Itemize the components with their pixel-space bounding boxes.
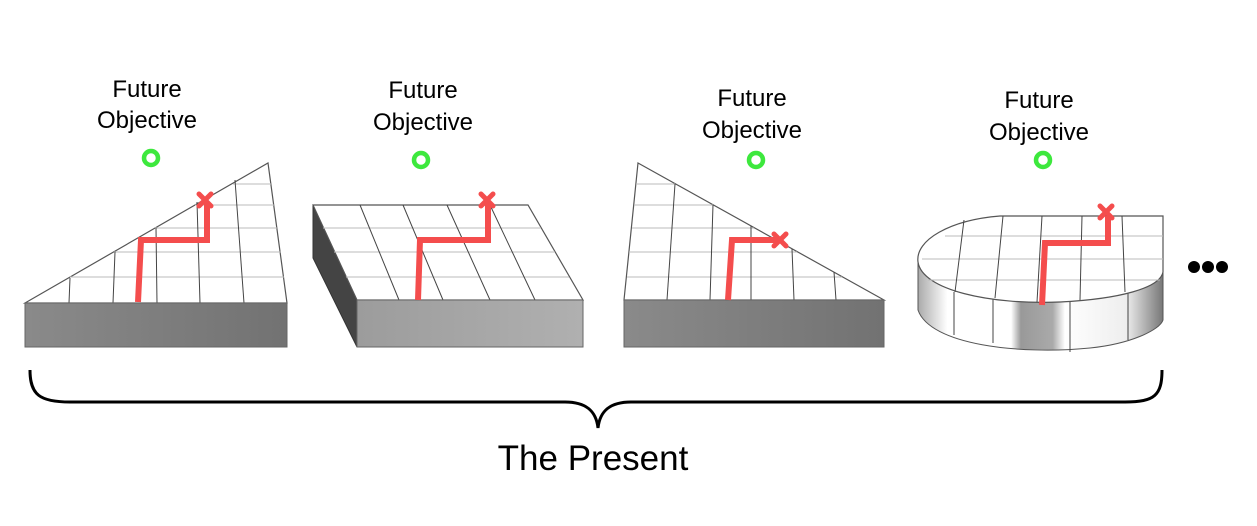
- future-objective-marker: [141, 148, 161, 168]
- present-label: The Present: [498, 439, 689, 478]
- scenario-4: Future Objective: [917, 87, 1164, 352]
- terrain-front-face: [24, 302, 288, 348]
- more-scenarios-ellipsis-icon: [1188, 261, 1228, 273]
- scenario-3: Future Objective: [623, 85, 887, 348]
- current-target-x-icon: [478, 191, 496, 209]
- objective-label: Future: [1004, 87, 1073, 114]
- future-objective-marker: [746, 150, 766, 170]
- scenario-1: Future Objective: [22, 76, 288, 348]
- objective-label: Objective: [97, 107, 197, 134]
- grid-lines: [323, 227, 569, 278]
- objective-label: Objective: [373, 109, 473, 136]
- trajectory: [725, 237, 779, 301]
- current-target-x-icon: [196, 191, 214, 209]
- objective-label: Objective: [989, 119, 1089, 146]
- objective-label: Future: [717, 85, 786, 112]
- trajectory: [415, 203, 491, 301]
- grid-lines: [627, 183, 842, 278]
- current-target-x-icon: [771, 231, 789, 249]
- grid-lines: [359, 204, 536, 301]
- grid-lines: [954, 215, 1126, 303]
- objective-label: Future: [388, 77, 457, 104]
- scenario-2: Future Objective: [312, 77, 585, 348]
- objective-label: Objective: [702, 117, 802, 144]
- future-objective-marker: [411, 150, 431, 170]
- grid-lines: [953, 290, 1129, 352]
- trajectory: [1039, 216, 1111, 306]
- future-objective-marker: [1033, 150, 1053, 170]
- curly-brace: [28, 369, 1164, 429]
- terrain-front-face: [623, 299, 885, 348]
- trajectory: [135, 203, 210, 303]
- objective-label: Future: [112, 76, 181, 103]
- current-target-x-icon: [1097, 203, 1115, 221]
- terrain-front-face: [356, 299, 584, 348]
